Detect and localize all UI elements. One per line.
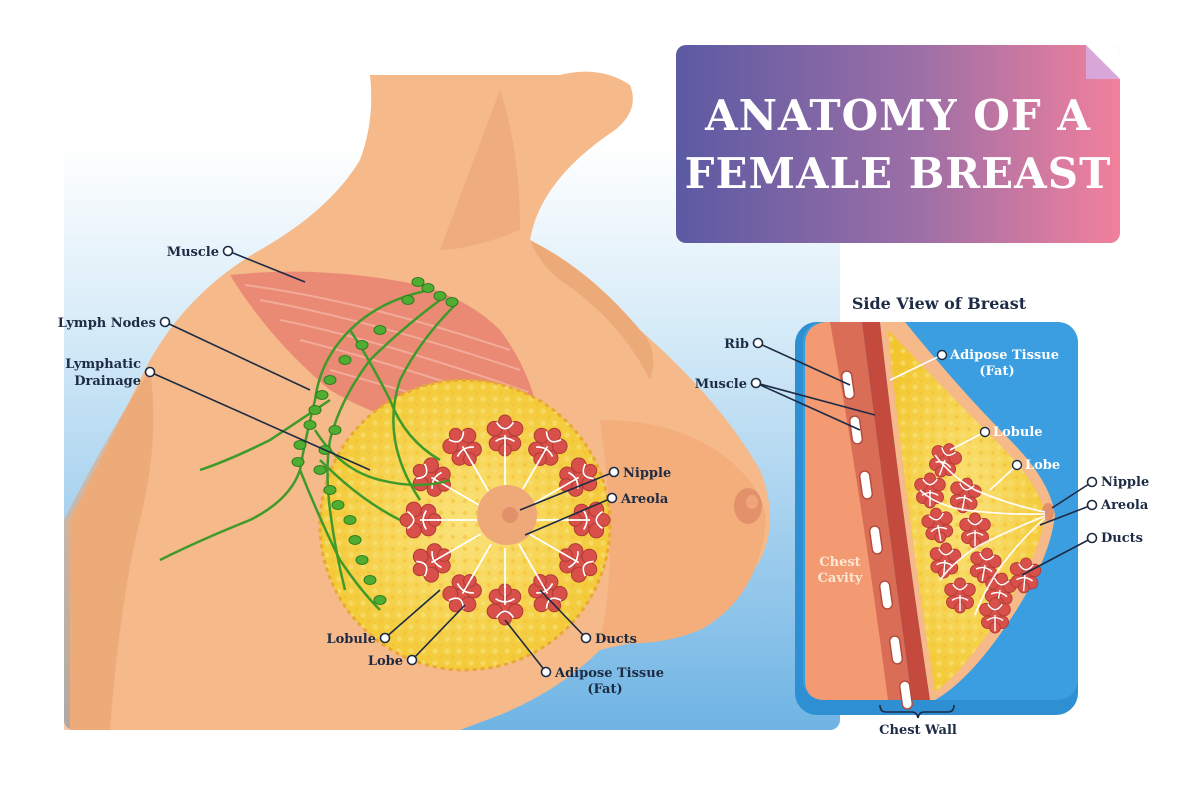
label-lymphatic-drainage-line2: Drainage — [74, 374, 141, 389]
duct-front — [528, 533, 565, 555]
label-muscle-front: Muscle — [167, 245, 219, 260]
duct-front — [470, 543, 492, 580]
label-adipose-side-line1: Adipose Tissue — [949, 348, 1059, 363]
label-lobule-side: Lobule — [993, 425, 1043, 440]
rib-bone — [889, 635, 903, 665]
ribs — [841, 370, 913, 710]
lobule-front — [528, 427, 568, 466]
lymph-node — [328, 425, 342, 435]
lymph-node — [373, 595, 387, 605]
lobule-side — [921, 507, 954, 544]
breast-gland-front — [318, 378, 612, 672]
label-chest-cavity-line1: Chest — [819, 555, 860, 570]
lobule-front — [399, 501, 442, 539]
label-areola-side: Areola — [1100, 498, 1149, 513]
label-adipose-front-line2: (Fat) — [587, 682, 622, 697]
lymph-node — [308, 405, 322, 415]
lobule-side — [959, 512, 991, 549]
label-ducts-front: Ducts — [595, 632, 637, 647]
duct-front — [528, 485, 565, 507]
lymph-node — [373, 325, 387, 335]
lobule-front — [486, 414, 524, 457]
lymph-node — [338, 355, 352, 365]
title-banner: ANATOMY OF A FEMALE BREAST — [676, 45, 1120, 243]
duct-front — [518, 543, 540, 580]
label-nipple-side: Nipple — [1101, 475, 1149, 490]
label-chest-cavity-line2: Cavity — [818, 571, 863, 586]
lobules-side — [914, 443, 1042, 634]
lymph-node — [411, 277, 425, 287]
label-lobule-front: Lobule — [326, 632, 376, 647]
label-nipple-front: Nipple — [623, 466, 671, 481]
side-view-heading: Side View of Breast — [852, 294, 1027, 313]
label-ducts-side: Ducts — [1101, 531, 1143, 546]
label-areola-front: Areola — [620, 492, 669, 507]
lymph-node — [313, 465, 327, 475]
lymph-node — [303, 420, 317, 430]
lymph-node — [315, 390, 329, 400]
side-labels: Rib Muscle Adipose Tissue (Fat) Lobule L… — [695, 337, 1150, 738]
lymph-node — [323, 375, 337, 385]
lobule-front — [559, 543, 598, 583]
front-leader-lines — [144, 245, 620, 678]
lobule-front — [486, 583, 524, 626]
label-lymph-nodes: Lymph Nodes — [58, 316, 156, 331]
lobule-side — [929, 443, 963, 478]
rib-bone — [841, 370, 855, 400]
label-rib: Rib — [724, 337, 749, 352]
lymph-node — [348, 535, 362, 545]
lymph-node — [355, 555, 369, 565]
rib-bone — [899, 680, 913, 710]
lobule-side — [979, 597, 1011, 634]
lymph-node — [401, 295, 415, 305]
lobule-side — [969, 547, 1002, 584]
lymph-node — [421, 283, 435, 293]
label-adipose-side-line2: (Fat) — [979, 364, 1014, 379]
label-lobe-front: Lobe — [368, 654, 403, 669]
rib-bone — [879, 580, 893, 610]
lymph-node — [363, 575, 377, 585]
label-muscle-side: Muscle — [695, 377, 747, 392]
banner-page-fold — [1086, 45, 1120, 79]
lobule-side — [929, 542, 962, 579]
front-labels: Muscle Lymph Nodes Lymphatic Drainage Ni… — [58, 245, 672, 697]
rib-bone — [849, 415, 863, 445]
label-chest-wall: Chest Wall — [879, 723, 957, 738]
duct-front — [445, 533, 482, 555]
label-lobe-side: Lobe — [1025, 458, 1060, 473]
lymph-node — [291, 457, 305, 467]
lobule-front — [412, 543, 451, 583]
lobule-side — [944, 577, 976, 614]
label-adipose-front-line1: Adipose Tissue — [554, 666, 664, 681]
lymph-nodes — [291, 277, 459, 605]
ducts-side — [919, 454, 1046, 616]
rib-bone — [869, 525, 883, 555]
lymph-node — [445, 297, 459, 307]
rib-bone — [859, 470, 873, 500]
duct-front — [470, 460, 492, 497]
lymph-node — [331, 500, 345, 510]
lymph-node — [343, 515, 357, 525]
lymph-node — [433, 291, 447, 301]
side-leader-lines — [750, 337, 1098, 719]
lobule-front — [442, 427, 482, 466]
page-title-line1: ANATOMY OF A — [705, 91, 1091, 140]
lymph-node — [323, 485, 337, 495]
lymph-node — [355, 340, 369, 350]
lymph-node — [293, 440, 307, 450]
duct-front — [445, 485, 482, 507]
label-lymphatic-drainage-line1: Lymphatic — [65, 357, 141, 372]
page-title-line2: FEMALE BREAST — [684, 149, 1112, 198]
nipple-front — [502, 507, 518, 523]
